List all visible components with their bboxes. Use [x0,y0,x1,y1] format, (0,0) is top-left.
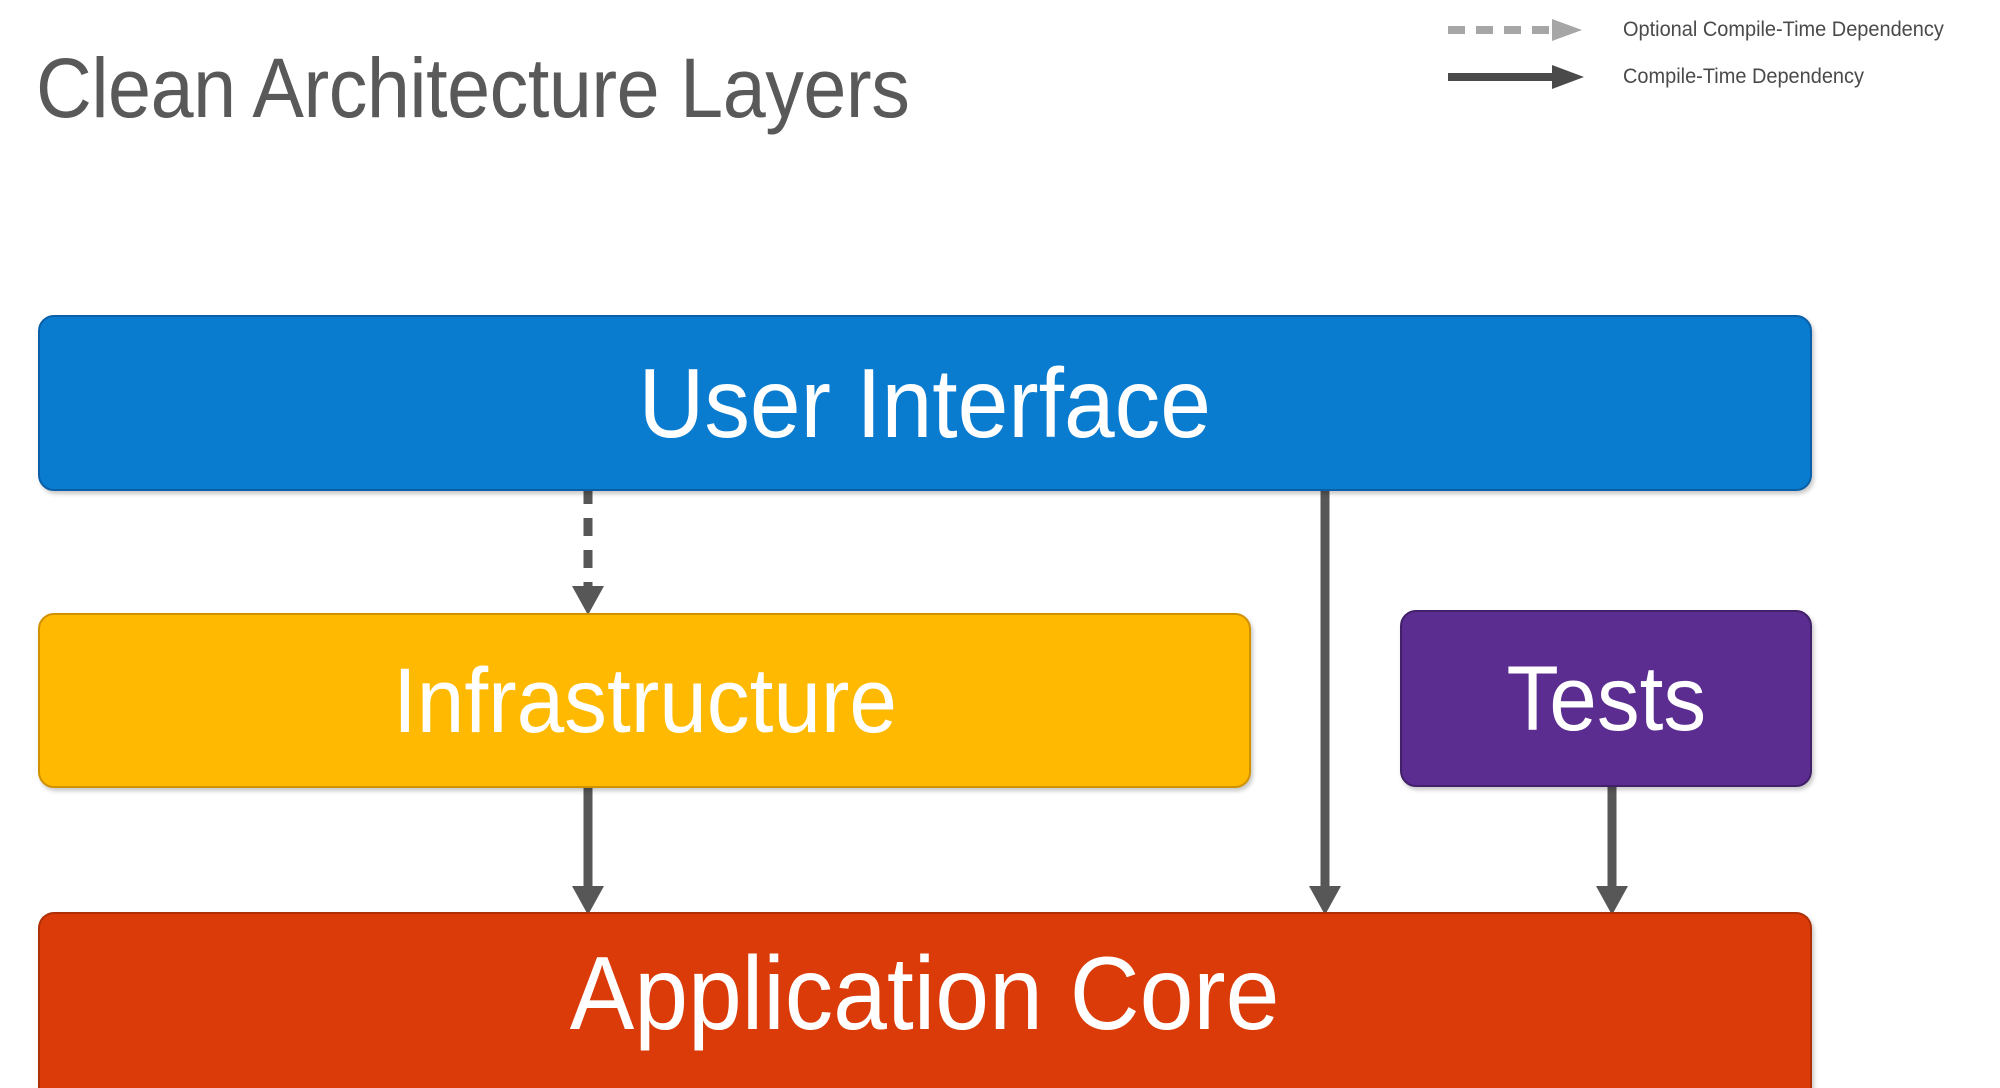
connector-tests-to-application-core [1596,784,1628,915]
layer-label-tests: Tests [1506,647,1706,750]
connector-infrastructure-to-application-core [572,784,604,915]
legend-item-compile-time-dependency: Compile-Time Dependency [1448,63,1988,103]
connector-ui-to-application-core [1309,486,1341,915]
layer-box-tests[interactable]: Tests [1400,610,1812,787]
layer-label-infrastructure: Infrastructure [392,649,897,752]
solid-arrow-right-icon [1448,63,1588,93]
dashed-arrow-right-icon [1448,16,1588,46]
page-title: Clean Architecture Layers [36,41,910,135]
legend: Optional Compile-Time Dependency Compile… [1448,10,1988,100]
legend-label: Compile-Time Dependency [1623,65,1864,88]
layer-label-application-core: Application Core [570,936,1280,1052]
legend-item-optional-compile-time-dependency: Optional Compile-Time Dependency [1448,16,1988,56]
legend-label: Optional Compile-Time Dependency [1623,18,1944,41]
layer-box-application-core[interactable]: Application Core [38,912,1812,1088]
layer-label-user-interface: User Interface [638,348,1212,458]
connector-ui-to-infrastructure [572,486,604,615]
layer-box-infrastructure[interactable]: Infrastructure [38,613,1251,788]
layer-box-user-interface[interactable]: User Interface [38,315,1812,491]
